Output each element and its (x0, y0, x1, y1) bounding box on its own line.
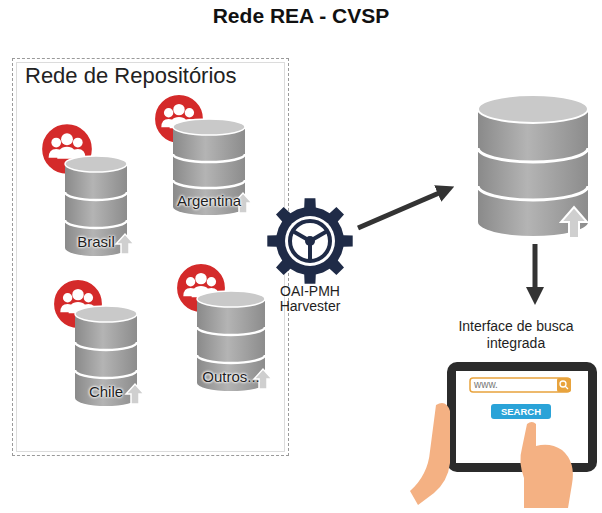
interface-label: Interface de busca integrada (440, 314, 592, 352)
repository-database: Argentina (169, 119, 249, 215)
gear-icon (256, 196, 364, 286)
central-database (478, 95, 588, 238)
country-label: Argentina (169, 192, 249, 209)
country-label: Outros... (193, 368, 269, 385)
search-interface: Interface de busca integrada (440, 314, 592, 360)
arrow (358, 190, 446, 228)
country-label: Brasil (61, 233, 131, 250)
region-heading: Rede de Repositórios (13, 59, 288, 89)
arrow (533, 244, 538, 296)
country-label: Chile (71, 383, 141, 400)
search-button-text: SEARCH (491, 405, 551, 418)
harvester-gear: OAI-PMH Harvester (256, 196, 364, 318)
harvester-label: OAI-PMH Harvester (256, 284, 364, 314)
repository-database: Outros... (193, 291, 269, 391)
repository-database: Brasil (61, 156, 131, 256)
repository-network-region: Rede de RepositóriosBrasil ArgentinaChile… (12, 58, 289, 456)
repository-database: Chile (71, 306, 141, 406)
url-field-text: www. (474, 379, 554, 391)
diagram-title: Rede REA - CVSP (0, 4, 602, 28)
hands (410, 403, 573, 508)
